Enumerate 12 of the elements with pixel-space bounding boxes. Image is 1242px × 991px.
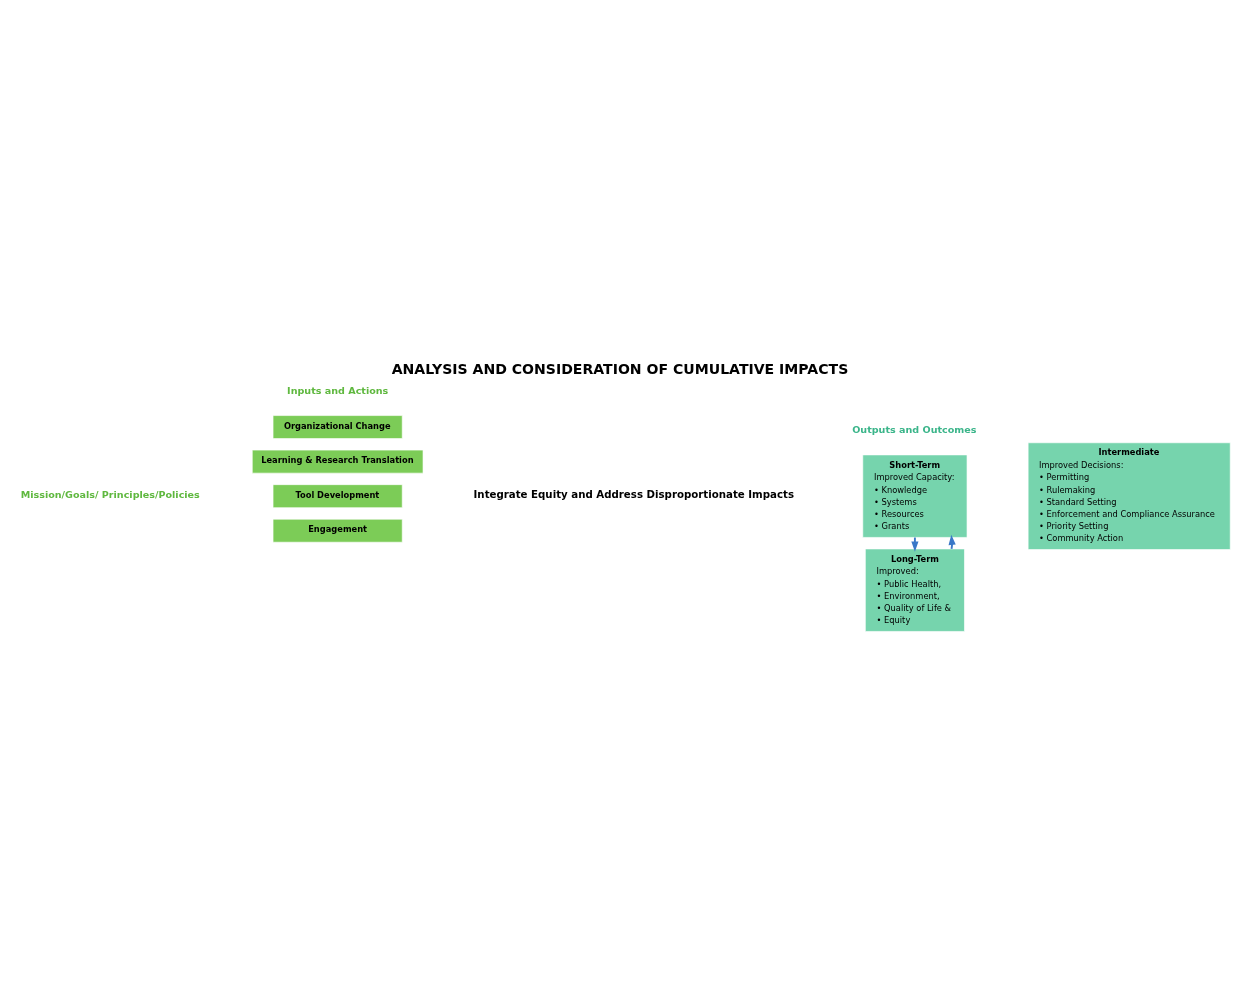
node-box: Intermediate Improved Decisions: • Permitting • Rulemaking • Standard Setting • Enforcement and Compliance Assurance • Priority Setting • Community Action xyxy=(1027,441,1231,550)
label: Integrate Equity and Address Disproportionate Impacts xyxy=(473,488,794,500)
node-box: Organizational Change xyxy=(272,414,403,439)
node-box: Long-Term Improved: • Public Health, • Environment, • Quality of Life & • Equity xyxy=(865,548,965,632)
label: Inputs and Actions xyxy=(287,384,389,396)
label: Mission/Goals/ Principles/Policies xyxy=(20,488,200,500)
node-box: Engagement xyxy=(272,518,403,543)
node-box: Short-Term Improved Capacity: • Knowledge • Systems • Resources • Grants xyxy=(862,454,968,538)
diagram-title: ANALYSIS AND CONSIDERATION OF CUMULATIVE IMPACTS xyxy=(391,360,849,377)
node-box: Tool Development xyxy=(272,483,403,508)
node-box: Learning & Research Translation xyxy=(251,449,424,473)
label: Outputs and Outcomes xyxy=(852,423,977,435)
